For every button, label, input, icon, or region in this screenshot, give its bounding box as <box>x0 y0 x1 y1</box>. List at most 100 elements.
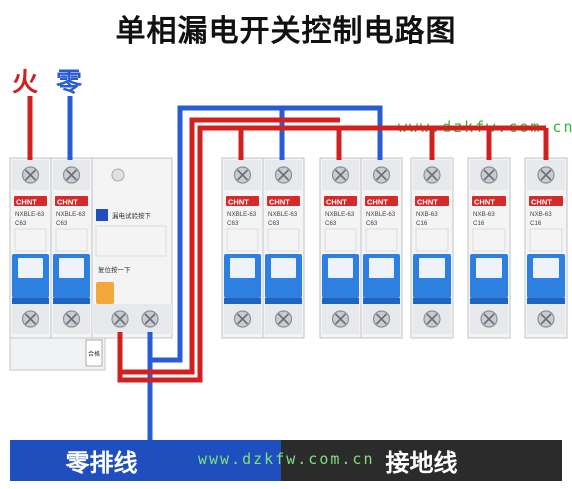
top-screw <box>331 166 350 184</box>
handle-shadow <box>363 298 400 304</box>
spec-box <box>226 228 259 252</box>
top-screw <box>372 166 391 184</box>
top-screw <box>21 166 40 184</box>
bottom-screw <box>537 310 555 328</box>
top-screw <box>423 166 441 184</box>
handle-window <box>328 258 353 278</box>
rating-text: C63 <box>325 220 337 227</box>
brand-plate <box>14 196 47 206</box>
bottom-screw <box>233 310 252 328</box>
handle-window <box>476 258 502 278</box>
rating-text: C63 <box>15 220 27 227</box>
brand-plate <box>324 196 357 206</box>
neutral-bus-wire-2 <box>282 105 383 160</box>
handle-shadow <box>53 298 90 304</box>
rating-text: C16 <box>473 220 485 227</box>
page-title: 单相漏电开关控制电路图 <box>115 14 457 49</box>
rating-text: C63 <box>268 220 280 227</box>
live-inner-wire <box>117 117 340 375</box>
rcd-bottom-pocket <box>92 304 172 334</box>
rating-text: C63 <box>366 220 378 227</box>
brand-plate <box>267 196 300 206</box>
spec-box <box>472 228 506 252</box>
bottom-screw <box>21 310 40 328</box>
test-label: 漏电试验按下 <box>112 211 152 220</box>
model-text: NXB-63 <box>530 211 552 218</box>
model-text: NXB-63 <box>473 211 495 218</box>
model-text: NXBLE-63 <box>268 211 298 218</box>
brand-text: CHNT <box>417 198 438 207</box>
bottom-screw <box>372 310 391 328</box>
handle-shadow <box>322 298 359 304</box>
reset-label: 复位按一下 <box>98 265 131 274</box>
bottom-screw <box>274 310 293 328</box>
top-screw <box>274 166 293 184</box>
handle-shadow <box>265 298 302 304</box>
model-text: NXB-63 <box>416 211 438 218</box>
brand-text: CHNT <box>269 198 290 207</box>
handle-shadow <box>224 298 261 304</box>
handle-window <box>59 258 84 278</box>
spec-box <box>365 228 398 252</box>
brand-plate <box>472 196 506 206</box>
handle-shadow <box>413 298 451 304</box>
top-screw <box>537 166 555 184</box>
rcd-indicator <box>111 168 125 182</box>
test-button <box>96 209 108 221</box>
rating-text: C63 <box>227 220 239 227</box>
rcd-spec-box <box>95 225 167 257</box>
bottom-screw <box>62 310 81 328</box>
bottom-screw <box>331 310 350 328</box>
live-label: 火 <box>12 68 39 98</box>
handle-shadow <box>470 298 508 304</box>
handle-window <box>533 258 559 278</box>
spec-box <box>324 228 357 252</box>
ground-bar-label: 接地线 <box>385 449 458 477</box>
handle-window <box>271 258 296 278</box>
reset-button <box>96 282 114 304</box>
model-text: NXBLE-63 <box>15 211 45 218</box>
top-screw <box>62 166 81 184</box>
brand-text: CHNT <box>367 198 388 207</box>
bottom-screw <box>111 310 129 328</box>
rating-text: C16 <box>416 220 428 227</box>
rating-text: C63 <box>56 220 68 227</box>
bottom-screw <box>480 310 498 328</box>
spec-box <box>55 228 88 252</box>
neutral-bar-label: 零排线 <box>65 449 138 477</box>
spec-box <box>529 228 563 252</box>
handle-window <box>419 258 445 278</box>
neutral-label: 零 <box>56 68 83 98</box>
brand-plate <box>55 196 88 206</box>
brand-plate <box>365 196 398 206</box>
model-text: NXBLE-63 <box>325 211 355 218</box>
spec-box <box>415 228 449 252</box>
brand-text: CHNT <box>326 198 347 207</box>
model-text: NXBLE-63 <box>56 211 86 218</box>
bottom-screw <box>423 310 441 328</box>
tag-box <box>85 339 103 367</box>
neutral-bar: 零排线 <box>10 440 281 481</box>
spec-box <box>267 228 300 252</box>
watermark-bottom: www.dzkfw.com.cn <box>198 450 375 468</box>
model-text: NXBLE-63 <box>366 211 396 218</box>
brand-text: CHNT <box>531 198 552 207</box>
brand-text: CHNT <box>228 198 249 207</box>
ground-bar: 接地线 <box>281 440 562 481</box>
brand-text: CHNT <box>16 198 37 207</box>
tag-text: 合格 <box>88 350 100 358</box>
model-text: NXBLE-63 <box>227 211 257 218</box>
top-screw <box>233 166 252 184</box>
brand-text: CHNT <box>57 198 78 207</box>
handle-shadow <box>527 298 565 304</box>
brand-plate <box>415 196 449 206</box>
brand-plate <box>226 196 259 206</box>
